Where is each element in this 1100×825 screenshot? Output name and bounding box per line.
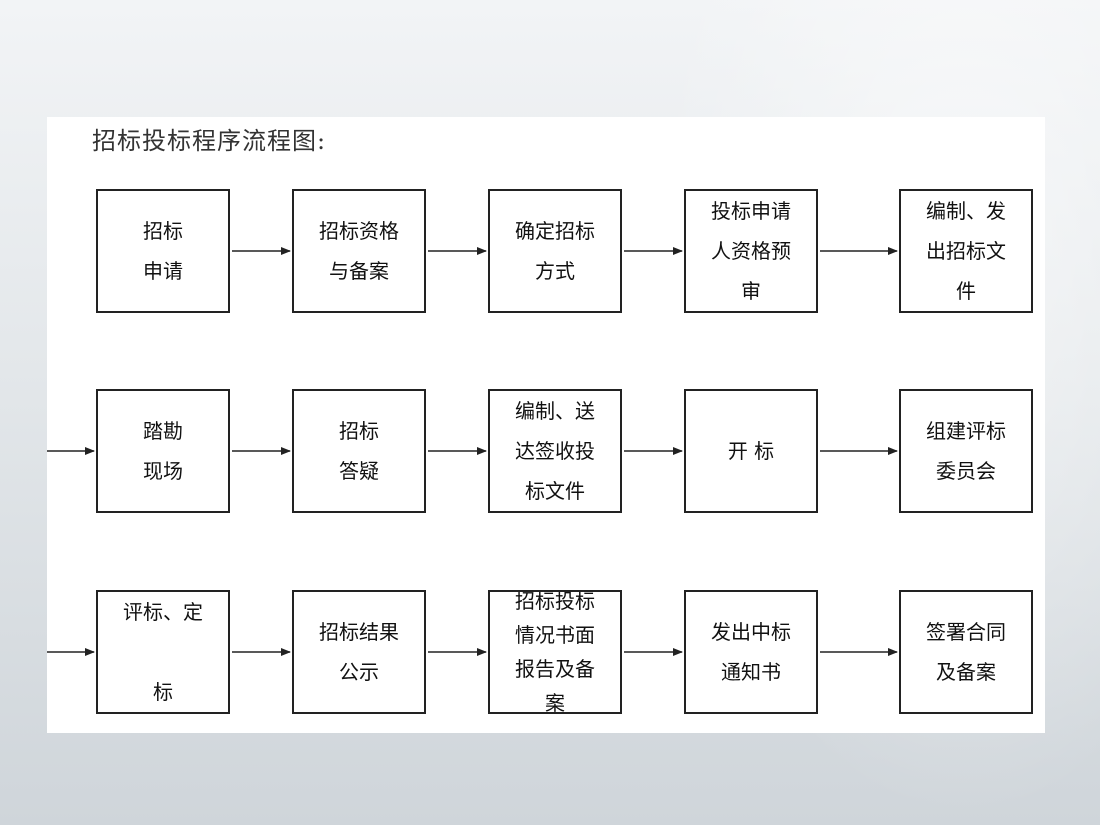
node-bid-application: 招标 申请 [96, 189, 230, 313]
diagram-title: 招标投标程序流程图: [92, 127, 327, 155]
node-qualification-filing: 招标资格 与备案 [292, 189, 426, 313]
node-clarification: 招标 答疑 [292, 389, 426, 513]
node-written-report: 招标投标 情况书面 报告及备 案 [488, 590, 622, 714]
connector-layer [47, 247, 898, 656]
node-issue-tender-docs: 编制、发 出招标文 件 [899, 189, 1033, 313]
node-award-notice: 发出中标 通知书 [684, 590, 818, 714]
node-bid-opening: 开 标 [684, 389, 818, 513]
node-sign-contract: 签署合同 及备案 [899, 590, 1033, 714]
node-bidding-method: 确定招标 方式 [488, 189, 622, 313]
node-prequalification: 投标申请 人资格预 审 [684, 189, 818, 313]
node-site-visit: 踏勘 现场 [96, 389, 230, 513]
node-evaluation-award: 评标、定 标 [96, 590, 230, 714]
node-result-publication: 招标结果 公示 [292, 590, 426, 714]
diagram-panel: 招标投标程序流程图: 招标 申请 招标资格 与备案 确定招标 方式 投标申请 人… [47, 117, 1045, 733]
node-evaluation-committee: 组建评标 委员会 [899, 389, 1033, 513]
node-submit-bids: 编制、送 达签收投 标文件 [488, 389, 622, 513]
